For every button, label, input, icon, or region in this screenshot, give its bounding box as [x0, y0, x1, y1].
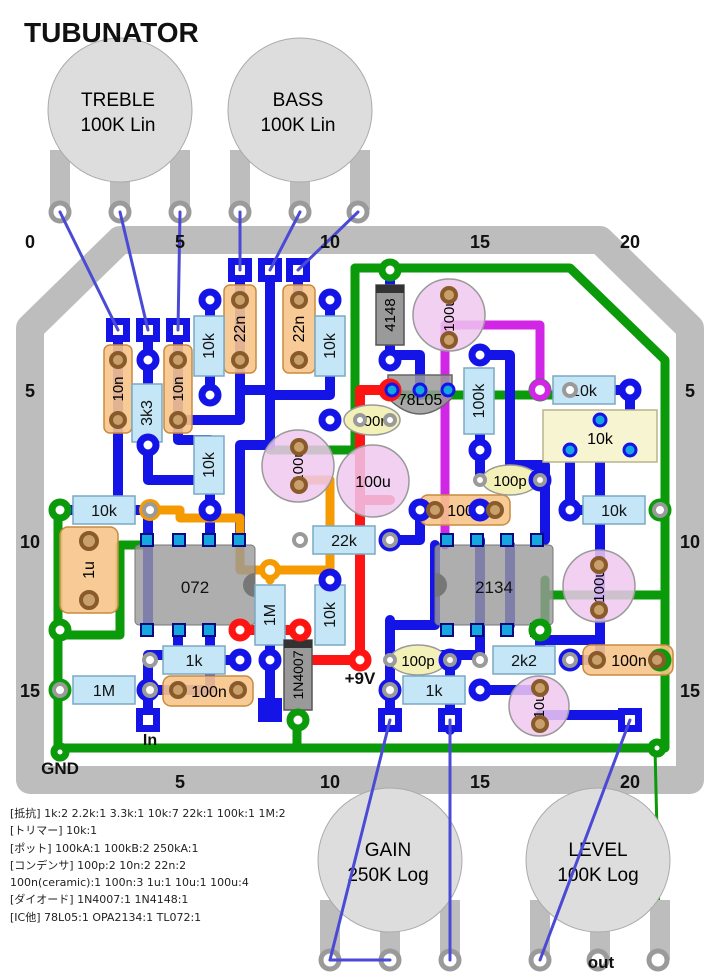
- r-22k-label: 22k: [331, 533, 358, 550]
- cap-100p-2-label: 100p: [401, 653, 434, 670]
- parts-list-item: [トリマー] 10k:1: [10, 824, 98, 838]
- pot-treble[interactable]: TREBLE 100K Lin: [47, 37, 193, 224]
- in-label: In: [143, 732, 157, 749]
- pot-gain-value: 250K Log: [347, 865, 428, 886]
- pot-bass[interactable]: BASS 100K Lin: [227, 37, 373, 224]
- pot-level-value: 100K Log: [557, 865, 638, 886]
- grid-left-10: 10: [20, 532, 40, 552]
- trimmer-label: 10k: [587, 431, 614, 448]
- out-label: out: [588, 953, 615, 972]
- parts-list-item: [ポット] 100kA:1 100kB:2 250kA:1: [10, 841, 199, 855]
- grid-numbers: 0 5 10 15 20 5 10 15 20 5 10 15 5 10 15: [20, 232, 700, 792]
- diode-4148-label: 4148: [382, 298, 399, 331]
- ic-2134: 2134: [434, 544, 554, 626]
- cap-10n-1-label: 10n: [110, 376, 127, 401]
- r-10k-2-label: 10k: [322, 332, 339, 359]
- regulator-label: 78L05: [398, 392, 443, 409]
- cap-100u-4-label: 100u: [591, 569, 608, 602]
- r-100k-label: 100k: [471, 383, 488, 419]
- resistor-labels: 10k 10k 3k3 10k 100k 1M 10k 10k 10k 10k …: [91, 332, 628, 700]
- cap-100u-2-label: 100u: [290, 449, 307, 482]
- page-title: TUBUNATOR: [24, 17, 199, 48]
- r-3k3-label: 3k3: [139, 400, 156, 426]
- grid-bottom-10: 10: [320, 772, 340, 792]
- gnd-label: GND: [41, 759, 79, 778]
- round-pads: [48, 258, 672, 762]
- pot-bass-name: BASS: [273, 90, 324, 111]
- parts-list-item: [コンデンサ] 100p:2 10n:2 22n:2: [10, 858, 187, 872]
- grid-right-15: 15: [680, 681, 700, 701]
- cap-100n-2-label: 100n: [611, 653, 647, 670]
- diode-4148: 4148: [375, 284, 405, 346]
- pot-wires: [58, 210, 632, 962]
- r-10k-5-label: 10k: [91, 503, 118, 520]
- r-10k-3-label: 10k: [201, 451, 218, 478]
- grid-top-5: 5: [175, 232, 185, 252]
- resistors: [72, 315, 646, 705]
- r-1m-2-label: 1M: [93, 683, 115, 700]
- ic-pins: [140, 533, 544, 637]
- r-2k2-label: 2k2: [511, 653, 537, 670]
- grid-bottom-5: 5: [175, 772, 185, 792]
- v9-label: +9V: [345, 669, 376, 688]
- parts-list-item: [抵抗] 1k:2 2.2k:1 3.3k:1 10k:7 22k:1 100k…: [10, 807, 286, 820]
- grid-right-5: 5: [685, 381, 695, 401]
- pot-gain[interactable]: GAIN 250K Log: [317, 787, 463, 972]
- parts-list-item: [IC他] 78L05:1 OPA2134:1 TL072:1: [10, 910, 202, 924]
- board-outline: [16, 226, 704, 794]
- cap-100u-3-label: 100u: [355, 474, 391, 491]
- grid-right-10: 10: [680, 532, 700, 552]
- pot-treble-value: 100K Lin: [80, 115, 155, 136]
- cap-22n-2-label: 22n: [291, 316, 308, 343]
- grid-top-15: 15: [470, 232, 490, 252]
- r-1m-1-label: 1M: [262, 604, 279, 626]
- r-1k-1-label: 1k: [186, 653, 204, 670]
- r-10k-1-label: 10k: [201, 332, 218, 359]
- grid-bottom-15: 15: [470, 772, 490, 792]
- ic-2134-label: 2134: [475, 578, 513, 597]
- grid-bottom-20: 20: [620, 772, 640, 792]
- cap-22n-1-label: 22n: [232, 316, 249, 343]
- cap-10n-2-label: 10n: [170, 376, 187, 401]
- parts-list-item: 100n(ceramic):1 100n:3 1u:1 10u:1 100u:4: [10, 876, 249, 890]
- grid-top-10: 10: [320, 232, 340, 252]
- pot-treble-name: TREBLE: [81, 90, 155, 111]
- r-10k-7-label: 10k: [601, 503, 628, 520]
- pot-bass-value: 100K Lin: [260, 115, 335, 136]
- grid-left-5: 5: [25, 381, 35, 401]
- cap-100u-1-label: 100u: [441, 298, 458, 331]
- pot-gain-name: GAIN: [365, 840, 411, 861]
- parts-list: [抵抗] 1k:2 2.2k:1 3.3k:1 10k:7 22k:1 100k…: [10, 805, 286, 926]
- electrolytic-caps: 100u 100u 100u 100u 10u: [261, 278, 636, 737]
- pot-level[interactable]: LEVEL 100K Log: [525, 787, 671, 972]
- r-10k-4-label: 10k: [322, 601, 339, 628]
- grid-top-0: 0: [25, 232, 35, 252]
- cap-100n-3-label: 100n: [191, 684, 227, 701]
- grid-top-20: 20: [620, 232, 640, 252]
- parts-list-item: [ダイオード] 1N4007:1 1N4148:1: [10, 893, 189, 907]
- r-10k-6-label: 10k: [571, 383, 598, 400]
- diode-1n4007-label: 1N4007: [290, 650, 306, 699]
- ic-072: 072: [134, 544, 256, 626]
- grid-left-15: 15: [20, 681, 40, 701]
- ic-072-label: 072: [181, 578, 209, 597]
- cap-100p-1-label: 100p: [493, 473, 526, 490]
- cap-1u-label: 1u: [81, 561, 98, 579]
- diode-1n4007: 1N4007: [283, 639, 313, 711]
- cap-10u-label: 10u: [531, 693, 548, 718]
- r-1k-2-label: 1k: [426, 683, 444, 700]
